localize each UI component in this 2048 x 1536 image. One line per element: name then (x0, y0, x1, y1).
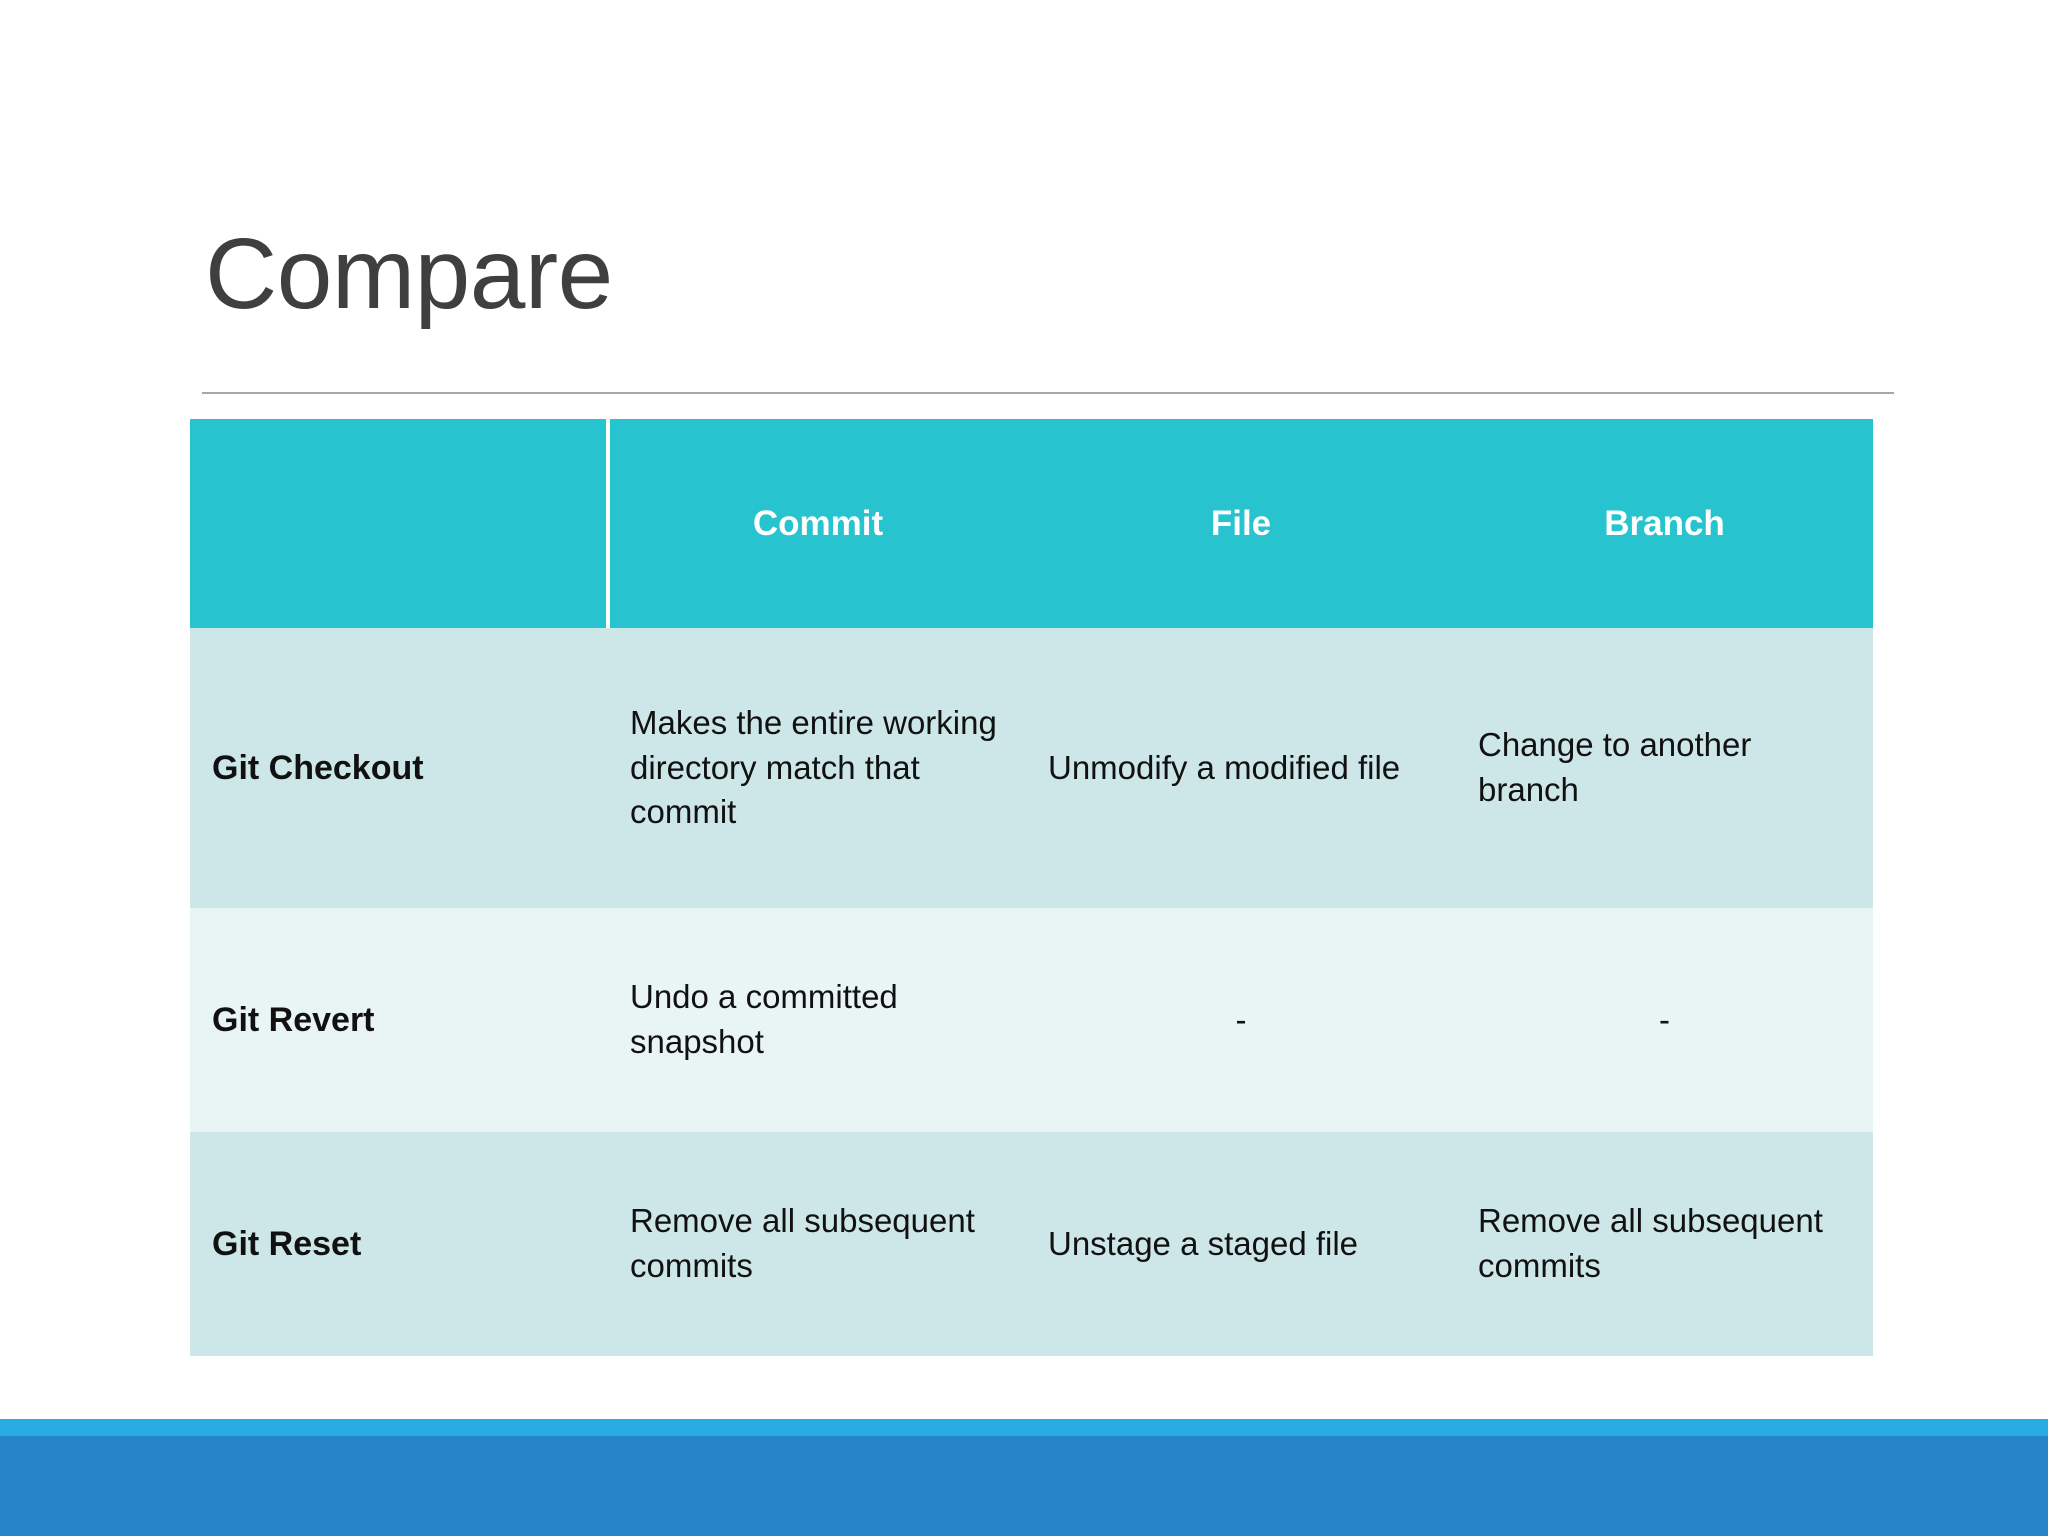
row-label-git-checkout: Git Checkout (190, 628, 608, 908)
column-header-file: File (1026, 419, 1456, 628)
cell-git-reset-file: Unstage a staged file (1026, 1132, 1456, 1356)
table-header: Commit File Branch (190, 419, 1873, 628)
row-label-git-revert: Git Revert (190, 908, 608, 1132)
table-corner-cell (190, 419, 610, 628)
table-row: Git Checkout Makes the entire working di… (190, 628, 1873, 908)
table-header-row: Commit File Branch (190, 419, 1873, 628)
page-title: Compare (205, 218, 613, 330)
column-header-commit: Commit (608, 419, 1026, 628)
comparison-table: Commit File Branch Git Checkout Makes th… (190, 419, 1873, 1356)
column-header-branch: Branch (1456, 419, 1873, 628)
page-title-block: Compare (205, 222, 1895, 326)
cell-git-revert-file: - (1026, 908, 1456, 1132)
title-divider (202, 392, 1894, 394)
table-row: Git Reset Remove all subsequent commits … (190, 1132, 1873, 1356)
cell-git-checkout-branch: Change to another branch (1456, 628, 1873, 908)
footer-band (0, 1436, 2048, 1536)
cell-git-revert-branch: - (1456, 908, 1873, 1132)
cell-git-checkout-file: Unmodify a modified file (1026, 628, 1456, 908)
footer-accent-band (0, 1419, 2048, 1436)
table-body: Git Checkout Makes the entire working di… (190, 628, 1873, 1356)
cell-git-revert-commit: Undo a committed snapshot (608, 908, 1026, 1132)
cell-git-checkout-commit: Makes the entire working directory match… (608, 628, 1026, 908)
table-row: Git Revert Undo a committed snapshot - - (190, 908, 1873, 1132)
cell-git-reset-branch: Remove all subsequent commits (1456, 1132, 1873, 1356)
row-label-git-reset: Git Reset (190, 1132, 608, 1356)
cell-git-reset-commit: Remove all subsequent commits (608, 1132, 1026, 1356)
